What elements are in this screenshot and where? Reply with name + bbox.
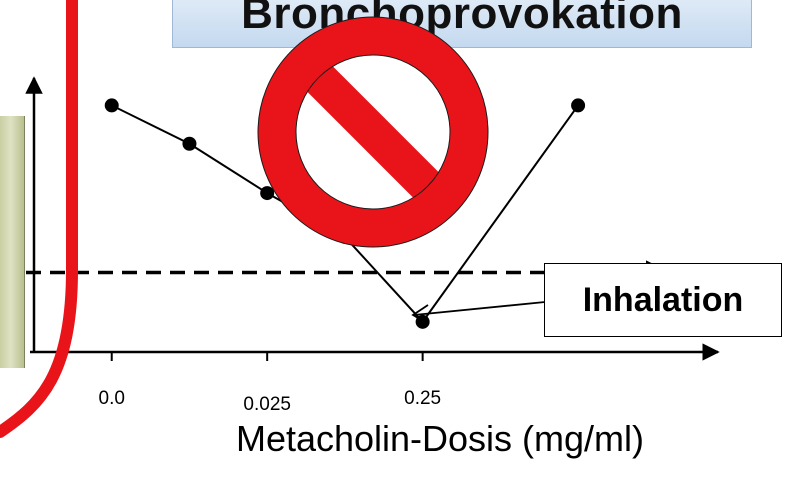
prohibition-sign-icon <box>257 16 489 248</box>
red-vertical-bar <box>0 0 78 438</box>
inhalation-pointer-arrowhead <box>411 304 429 325</box>
inhalation-callout: Inhalation <box>544 263 782 337</box>
series-line-segment <box>421 104 579 323</box>
data-point <box>104 98 119 113</box>
data-point <box>182 136 197 151</box>
series-line-segment <box>344 236 424 323</box>
data-point <box>571 98 586 113</box>
series-line-segment <box>188 142 268 194</box>
inhalation-label: Inhalation <box>582 280 744 319</box>
slide-title-banner: Bronchoprovokation <box>172 0 752 48</box>
x-tick-label: 0.025 <box>243 394 291 415</box>
photo-strip <box>0 116 25 368</box>
x-tick-label: 0.0 <box>99 388 125 409</box>
x-ticks: 0.0 0.025 0.25 <box>99 352 441 415</box>
series-line-group <box>104 98 586 329</box>
x-tick-label: 0.25 <box>404 388 441 409</box>
series-line-segment <box>111 104 190 145</box>
x-axis-label: Metacholin-Dosis (mg/ml) <box>235 418 645 459</box>
data-point <box>260 186 275 201</box>
inhalation-pointer-arrow <box>413 301 546 316</box>
slide-title: Bronchoprovokation <box>241 0 683 38</box>
